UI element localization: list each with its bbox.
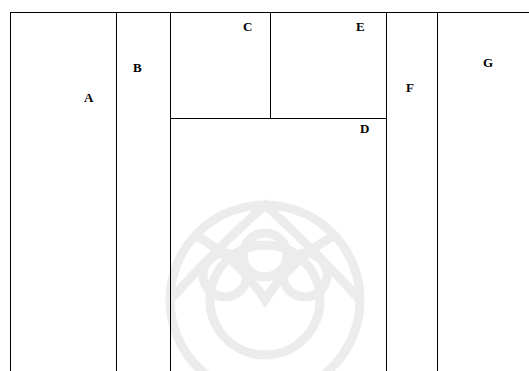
region-box: F: [386, 12, 438, 371]
region-label: A: [84, 90, 93, 105]
region-label: E: [356, 19, 365, 34]
region-label: F: [406, 80, 414, 95]
region-box: C: [170, 12, 271, 119]
region-box: B: [116, 12, 171, 371]
region-label: B: [133, 60, 142, 75]
region-box: A: [10, 12, 117, 371]
region-label: D: [360, 121, 369, 136]
region-label: C: [243, 19, 252, 34]
region-box: E: [270, 12, 387, 119]
region-label: G: [483, 55, 493, 70]
region-box: G: [437, 12, 529, 371]
region-box: D: [170, 118, 387, 371]
